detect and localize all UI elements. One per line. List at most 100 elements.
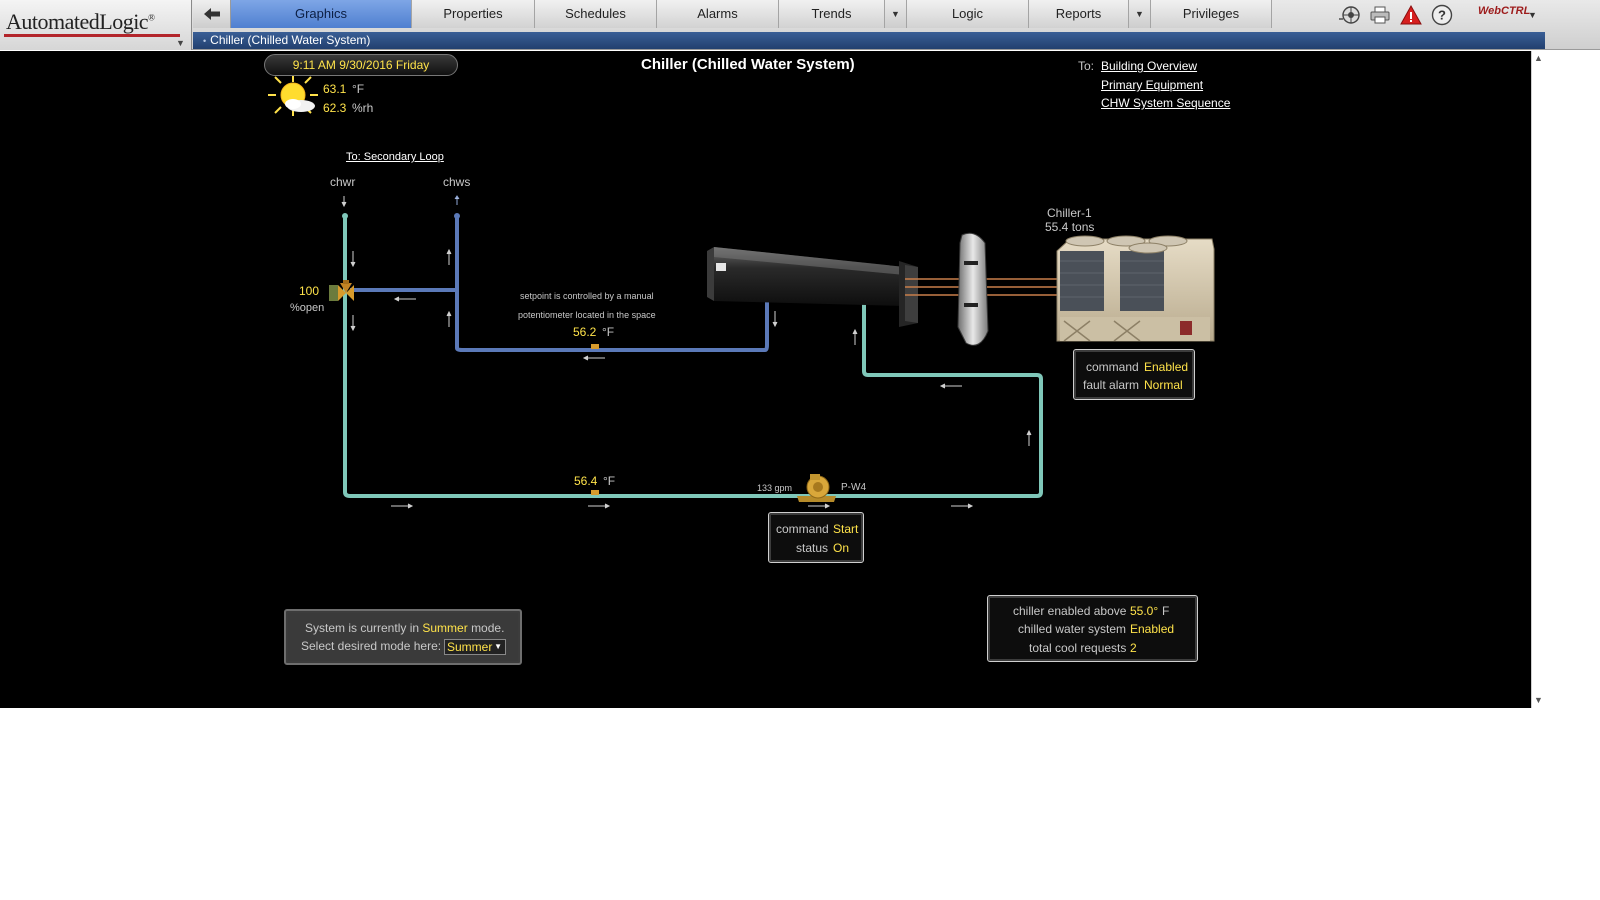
tab-reports[interactable]: Reports	[1029, 0, 1129, 28]
chws-label: chws	[443, 175, 471, 189]
mode-select-label: Select desired mode here:	[301, 639, 442, 653]
enabled-above-value[interactable]: 55.0°	[1130, 604, 1159, 618]
chws-pipe-cap	[454, 213, 460, 219]
piping-diagram	[268, 74, 1215, 509]
toolbar-icons: ?	[1338, 2, 1453, 28]
chiller-fault-label: fault alarm	[1083, 378, 1140, 392]
link-primary-equipment[interactable]: Primary Equipment	[1101, 78, 1204, 92]
outdoor-temp-unit: °F	[352, 82, 365, 96]
webctrl-dropdown-icon[interactable]: ▼	[1528, 10, 1537, 20]
breadcrumb: •Chiller (Chilled Water System)	[193, 32, 1545, 49]
enabled-above-label: chiller enabled above	[1013, 604, 1127, 618]
chwr-label: chwr	[330, 175, 356, 189]
outdoor-temp-value[interactable]: 63.1	[323, 82, 347, 96]
return-temp-unit: °F	[603, 474, 616, 488]
breadcrumb-dot-icon: •	[203, 36, 207, 46]
outdoor-humidity-value[interactable]: 62.3	[323, 101, 347, 115]
chwr-pipe-cap	[342, 213, 348, 219]
breadcrumb-current: Chiller (Chilled Water System)	[210, 33, 371, 47]
tab-privileges[interactable]: Privileges	[1151, 0, 1272, 28]
brand-underline	[4, 34, 180, 37]
valve-position-unit: %open	[290, 302, 325, 314]
page-title: Chiller (Chilled Water System)	[641, 56, 855, 73]
mode-current-suffix: mode.	[471, 621, 505, 635]
tab-trends[interactable]: Trends	[779, 0, 885, 28]
chiller-command-value[interactable]: Enabled	[1144, 360, 1189, 374]
chiller-name: Chiller-1	[1047, 206, 1092, 220]
links-to-label: To:	[1078, 59, 1095, 73]
vertical-scrollbar[interactable]: ▲ ▼	[1531, 51, 1545, 708]
mode-current-line: System is currently in Summer mode.	[305, 621, 504, 635]
brand-area[interactable]: AutomatedLogic® ▼	[0, 0, 192, 50]
print-icon[interactable]	[1369, 4, 1391, 26]
scroll-up-icon[interactable]: ▲	[1534, 53, 1543, 63]
datetime-display: 9:11 AM 9/30/2016 Friday	[264, 54, 458, 76]
equipment-graphic: 9:11 AM 9/30/2016 Friday 63.1 °F 62.3 %r…	[0, 51, 1531, 708]
main-menu: Graphics Properties Schedules Alarms Tre…	[231, 0, 1272, 28]
chiller-fault-value[interactable]: Normal	[1144, 378, 1183, 392]
tab-schedules[interactable]: Schedules	[535, 0, 657, 28]
mode-current-prefix: System is currently in	[305, 621, 420, 635]
temp-sensor-supply	[591, 344, 599, 349]
chiller-status-panel: command Enabled fault alarm Normal	[1073, 349, 1195, 400]
pump-status-panel: command Start status On	[768, 512, 864, 563]
sunny-weather-icon	[268, 74, 318, 116]
tab-alarms[interactable]: Alarms	[657, 0, 779, 28]
flow-arrows	[341, 195, 1032, 509]
tab-logic[interactable]: Logic	[907, 0, 1029, 28]
three-way-valve[interactable]	[329, 280, 354, 301]
help-icon[interactable]: ?	[1431, 4, 1453, 26]
mode-select[interactable]: Summer ▼	[444, 639, 506, 655]
trends-dropdown-icon[interactable]: ▼	[885, 0, 907, 28]
link-building-overview[interactable]: Building Overview	[1101, 59, 1198, 73]
back-arrow-icon	[203, 8, 220, 20]
tab-graphics[interactable]: Graphics	[231, 0, 412, 28]
enabled-above-unit: F	[1162, 604, 1170, 618]
return-pipe	[343, 214, 1043, 498]
link-chw-system-sequence[interactable]: CHW System Sequence	[1101, 96, 1231, 110]
brand-logo-mark: ®	[148, 12, 155, 23]
tree-dropdown-icon[interactable]: ▼	[176, 38, 185, 48]
mode-panel: System is currently in Summer mode. Sele…	[284, 609, 522, 665]
chw-system-label: chilled water system	[1018, 622, 1127, 636]
setpoint-value[interactable]: 56.2	[573, 325, 597, 339]
webctrl-logo[interactable]: WebCTRL	[1478, 5, 1531, 17]
setpoint-note-line2: potentiometer located in the space	[518, 310, 656, 320]
chiller-command-label: command	[1086, 360, 1139, 374]
pump-command-label: command	[776, 522, 829, 536]
pump-status-value[interactable]: On	[833, 541, 850, 555]
brand-logo: AutomatedLogic®	[6, 9, 155, 35]
chevron-down-icon: ▼	[494, 642, 502, 651]
scroll-down-icon[interactable]: ▼	[1534, 695, 1543, 705]
pump-image[interactable]	[797, 474, 836, 502]
link-secondary-loop[interactable]: To: Secondary Loop	[346, 151, 444, 163]
view-icon[interactable]	[1338, 4, 1360, 26]
chiller-capacity[interactable]: 55.4 tons	[1045, 220, 1095, 234]
chiller-unit-image[interactable]	[1056, 235, 1215, 342]
chw-system-value[interactable]: Enabled	[1130, 622, 1175, 636]
cool-requests-value[interactable]: 2	[1130, 641, 1137, 655]
pump-command-value[interactable]: Start	[833, 522, 859, 536]
cool-requests-label: total cool requests	[1029, 641, 1127, 655]
mode-select-value: Summer	[447, 640, 493, 654]
coupling-disc	[957, 232, 989, 346]
reports-dropdown-icon[interactable]: ▼	[1129, 0, 1151, 28]
valve-position-value[interactable]: 100	[299, 284, 320, 298]
svg-text:?: ?	[1438, 8, 1446, 23]
pump-flow[interactable]: 133 gpm	[757, 483, 793, 493]
setpoint-note-line1: setpoint is controlled by a manual	[520, 291, 654, 301]
top-bar: AutomatedLogic® ▼ Graphics Properties Sc…	[0, 0, 1600, 50]
evaporator-barrel	[707, 247, 1058, 327]
pump-status-label: status	[796, 541, 829, 555]
mode-current-value: Summer	[422, 621, 468, 635]
return-temp-value[interactable]: 56.4	[574, 474, 598, 488]
system-status-panel: chiller enabled above 55.0° F chilled wa…	[987, 595, 1198, 662]
outdoor-humidity-unit: %rh	[352, 101, 374, 115]
tab-properties[interactable]: Properties	[412, 0, 535, 28]
back-button[interactable]	[193, 0, 231, 28]
brand-logo-text: AutomatedLogic	[6, 9, 149, 34]
supply-pipe	[350, 214, 769, 352]
setpoint-unit: °F	[602, 325, 615, 339]
alarm-warning-icon[interactable]	[1400, 4, 1422, 26]
temp-sensor-return	[591, 490, 599, 495]
